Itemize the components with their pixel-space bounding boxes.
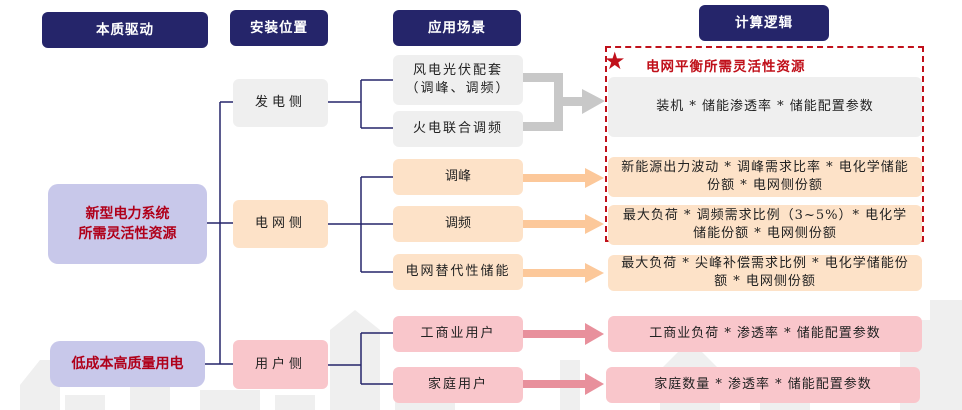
location-grid-side: 电网侧: [233, 200, 328, 248]
scenario-label: 电网替代性储能: [405, 264, 511, 279]
scenario-line2: （调峰、调频）: [405, 81, 511, 96]
formula-peak-shaving: 新能源出力波动 * 调峰需求比率 * 电化学储能份额 * 电网侧份额: [608, 157, 922, 197]
formula-commercial: 工商业负荷 * 渗透率 * 储能配置参数: [608, 316, 922, 352]
formula-household: 家庭数量 * 渗透率 * 储能配置参数: [606, 367, 920, 403]
location-label: 电网侧: [254, 216, 306, 231]
scenario-frequency-regulation: 调频: [393, 206, 523, 242]
header-scenario-label: 应用场景: [428, 20, 486, 36]
scenario-household-user: 家庭用户: [393, 367, 523, 403]
formula-frequency-regulation: 最大负荷 * 调频需求比例（3~5%）* 电化学储能份额 * 电网侧份额: [608, 205, 922, 245]
header-scenario: 应用场景: [393, 10, 521, 46]
scenario-label: 调频: [444, 216, 471, 231]
driver-new-power-system: 新型电力系统 所需灵活性资源: [48, 184, 207, 264]
scenario-peak-shaving: 调峰: [393, 159, 523, 195]
gray-merge-arrow: [523, 73, 605, 131]
scenario-label: 工商业用户: [420, 326, 496, 341]
header-driver: 本质驱动: [42, 12, 208, 48]
header-location-label: 安装位置: [250, 20, 308, 36]
formula-text: 装机 * 储能渗透率 * 储能配置参数: [656, 99, 874, 114]
scenario-grid-substitute-storage: 电网替代性储能: [393, 254, 523, 290]
driver-low-cost-power: 低成本高质量用电: [50, 341, 205, 387]
scenario-line1: 风电光伏配套: [412, 63, 503, 78]
driver-line1: 新型电力系统: [85, 206, 170, 222]
formula-text: 最大负荷 * 调频需求比例（3~5%）* 电化学储能份额 * 电网侧份额: [622, 208, 908, 241]
location-label: 用户侧: [254, 356, 306, 372]
scenario-wind-solar: 风电光伏配套 （调峰、调频）: [393, 55, 523, 105]
header-driver-label: 本质驱动: [96, 22, 154, 38]
formula-generation: 装机 * 储能渗透率 * 储能配置参数: [608, 77, 922, 137]
scenario-thermal-frequency: 火电联合调频: [393, 111, 523, 147]
driver-label: 低成本高质量用电: [71, 356, 184, 372]
formula-text: 新能源出力波动 * 调峰需求比率 * 电化学储能份额 * 电网侧份额: [621, 160, 909, 193]
highlight-title: 电网平衡所需灵活性资源: [646, 59, 806, 75]
driver-line2: 所需灵活性资源: [78, 226, 177, 242]
formula-text: 最大负荷 * 尖峰补偿需求比例 * 电化学储能份额 * 电网侧份额: [621, 256, 909, 289]
header-logic: 计算逻辑: [699, 5, 829, 41]
star-icon: ★: [604, 47, 626, 75]
location-user-side: 用户侧: [233, 340, 328, 389]
formula-text: 家庭数量 * 渗透率 * 储能配置参数: [654, 377, 872, 392]
scenario-label: 调峰: [444, 169, 471, 184]
scenario-label: 火电联合调频: [412, 121, 503, 136]
formula-grid-substitute: 最大负荷 * 尖峰补偿需求比例 * 电化学储能份额 * 电网侧份额: [608, 255, 922, 291]
scenario-label: 家庭用户: [427, 377, 488, 392]
header-logic-label: 计算逻辑: [735, 15, 793, 31]
location-generation-side: 发电侧: [233, 79, 328, 127]
scenario-commercial-user: 工商业用户: [393, 316, 523, 352]
formula-text: 工商业负荷 * 渗透率 * 储能配置参数: [649, 326, 881, 341]
header-location: 安装位置: [230, 10, 328, 46]
location-label: 发电侧: [254, 95, 306, 110]
